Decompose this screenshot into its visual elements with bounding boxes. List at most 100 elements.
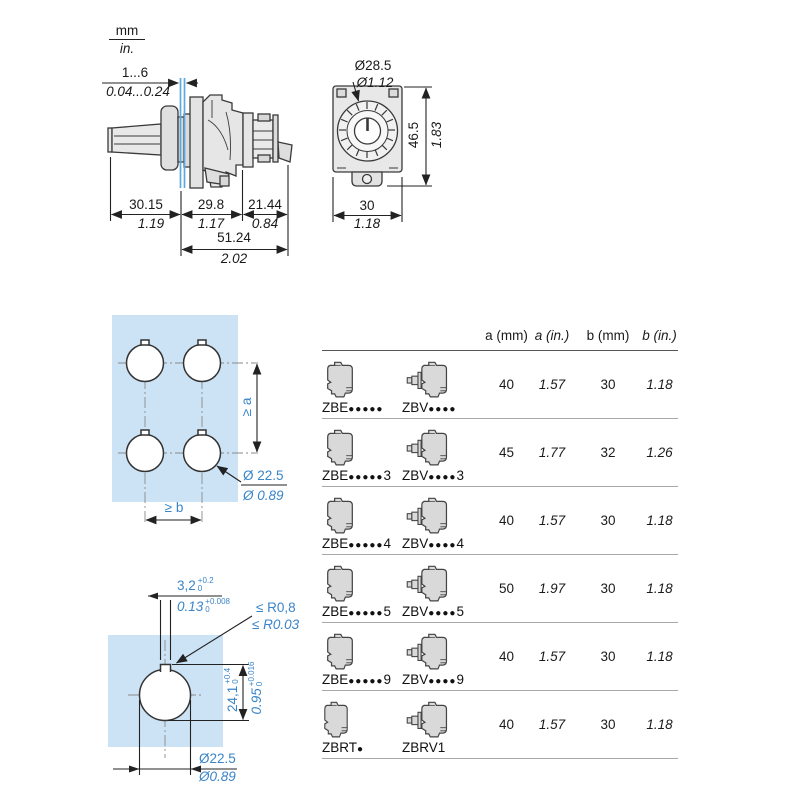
- ref1-dots: ●●●●●: [348, 608, 384, 619]
- ref2-prefix: ZBV: [402, 604, 429, 619]
- value-b-mm: 30: [600, 377, 616, 392]
- hole-depth-in-value: 0.95: [249, 688, 264, 715]
- side-view-dimension-lines: [102, 78, 289, 256]
- header-a-mm: a (mm): [485, 328, 528, 343]
- zbv-block-thumbnail: [406, 429, 448, 466]
- ref2-dots: ●●●●: [428, 676, 457, 687]
- front-height-in: 1.83: [429, 121, 444, 149]
- ref2-prefix: ZBV: [402, 672, 429, 687]
- ref1-suffix: 3: [383, 468, 391, 483]
- value-b-mm: 30: [600, 649, 616, 664]
- value-b-in: 1.18: [646, 649, 673, 664]
- ref2-suffix: 4: [456, 536, 464, 551]
- value-b-in: 1.18: [646, 581, 673, 596]
- value-b-in: 1.18: [646, 377, 673, 392]
- side-seg1-mm: 30.15: [129, 197, 163, 212]
- side-total-mm: 51.24: [217, 230, 251, 245]
- zbe-block-thumbnail: [327, 429, 353, 466]
- notch-radius-in: ≤ R0.03: [252, 617, 300, 632]
- zbv-block-thumbnail: [406, 633, 448, 670]
- side-seg3-in: 0.84: [251, 216, 279, 231]
- value-b-mm: 30: [600, 513, 616, 528]
- table-row: ZBE●●●●●9 ZBV●●●●9 40 1.57 30 1.18: [322, 623, 678, 691]
- header-b-in: b (in.): [642, 328, 677, 343]
- panel-thickness-lines: [179, 78, 186, 188]
- ref2-prefix: ZBV: [402, 468, 429, 483]
- value-b-in: 1.26: [646, 445, 673, 460]
- multi-hole-dia-in: Ø 0.89: [243, 488, 284, 503]
- ref1-prefix: ZBE: [322, 400, 349, 415]
- value-a-in: 1.57: [538, 377, 566, 392]
- value-a-in: 1.57: [538, 649, 566, 664]
- ref2-dots: ●●●●: [428, 472, 457, 483]
- value-b-mm: 30: [600, 581, 616, 596]
- side-seg2-mm: 29.8: [197, 197, 225, 212]
- front-height-mm: 46.5: [406, 121, 421, 149]
- ref1-prefix: ZBE: [322, 672, 349, 687]
- zbe-block-thumbnail: [327, 633, 353, 670]
- front-width-in: 1.18: [353, 216, 381, 231]
- ref2-suffix: 9: [456, 672, 464, 687]
- header-b-mm: b (mm): [586, 328, 630, 343]
- zbe-block-thumbnail: [327, 361, 353, 398]
- ref1-suffix: 9: [383, 672, 391, 687]
- single-hole-dia-mm: Ø22.5: [199, 751, 236, 766]
- side-seg3-mm: 21.44: [248, 197, 282, 212]
- hole-depth-in-tol-dn: 0: [255, 681, 264, 687]
- ref1-dots: ●●●●●: [348, 404, 384, 415]
- units-in-label: in.: [119, 41, 135, 56]
- front-view-dimension-lines: [332, 81, 432, 222]
- ref1-dots: ●●●●●: [348, 472, 384, 483]
- ref2-prefix: ZBRV1: [402, 740, 446, 755]
- slot-width-in-tol-dn: 0: [205, 605, 210, 614]
- multi-hole-dia-mm: Ø 22.5: [243, 468, 284, 483]
- ref2-dots: ●●●●: [428, 540, 457, 551]
- zbv-block-thumbnail: [406, 565, 448, 602]
- value-a-in: 1.77: [538, 445, 566, 460]
- ref1-suffix: 4: [383, 536, 391, 551]
- value-b-mm: 32: [600, 445, 616, 460]
- value-a-in: 1.57: [538, 513, 566, 528]
- pitch-vertical-label: ≥ a: [239, 397, 254, 417]
- zbrv-block-thumbnail: [406, 701, 448, 738]
- ref1-suffix: 5: [383, 604, 391, 619]
- template-dimension-lines: [145, 363, 287, 525]
- header-a-in: a (in.): [534, 328, 570, 343]
- value-b-in: 1.18: [646, 513, 673, 528]
- value-a-mm: 40: [498, 513, 515, 528]
- single-hole-dia-in: Ø0.89: [199, 769, 236, 784]
- slot-width-mm-tol-dn: 0: [197, 584, 203, 593]
- hole-depth-mm-tol-dn: 0: [231, 679, 240, 684]
- front-width-mm: 30: [359, 198, 375, 213]
- drill-holes: [125, 339, 222, 473]
- ref1-prefix: ZBE: [322, 604, 349, 619]
- value-a-mm: 40: [498, 717, 515, 732]
- ref1-dots: ●●●●●: [348, 676, 384, 687]
- value-a-mm: 40: [498, 649, 515, 664]
- detail-dimension-lines: [113, 592, 253, 775]
- ref2-suffix: 3: [456, 468, 464, 483]
- panel-thickness-in: 0.04...0.24: [106, 84, 170, 99]
- selector-switch-front-face: [332, 85, 403, 187]
- front-dia-mm: Ø28.5: [354, 58, 392, 73]
- ref1-dots: ●: [357, 744, 365, 755]
- ref2-suffix: 5: [456, 604, 464, 619]
- side-seg2-in: 1.17: [197, 216, 225, 231]
- ref2-dots: ●●●●: [428, 608, 457, 619]
- ref2-prefix: ZBV: [402, 536, 429, 551]
- ref1-dots: ●●●●●: [348, 540, 384, 551]
- pitch-horizontal-label: ≥ b: [164, 500, 184, 515]
- zbv-block-thumbnail: [406, 361, 448, 398]
- units-legend: mm in.: [109, 23, 145, 56]
- table-header-row: a (mm) a (in.) b (mm) b (in.): [322, 322, 678, 351]
- ref1-prefix: ZBRT: [322, 740, 358, 755]
- ref2-prefix: ZBV: [402, 400, 429, 415]
- side-seg1-in: 1.19: [137, 216, 165, 231]
